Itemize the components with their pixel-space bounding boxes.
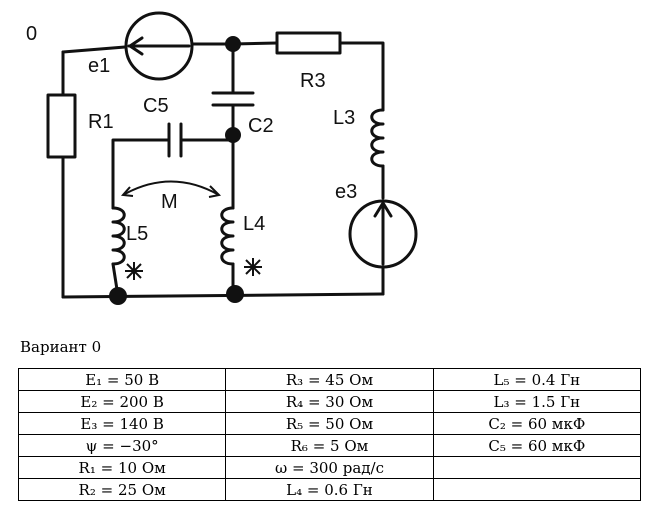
table-cell: R₄ = 30 Ом: [225, 390, 434, 413]
table-cell: R₆ = 5 Ом: [225, 434, 434, 457]
e3-source-icon: [348, 199, 418, 269]
l4-label: L4: [243, 213, 265, 235]
table-cell: ψ = −30°: [17, 434, 227, 457]
r3-resistor: [275, 31, 342, 55]
e3-label: e3: [335, 181, 357, 203]
l5-inductor: [111, 206, 126, 266]
table-cell: R₂ = 25 Ом: [17, 478, 227, 501]
m-label: M: [161, 191, 178, 213]
c2-capacitor: [211, 91, 255, 107]
table-cell: C₅ = 60 мкФ: [432, 434, 642, 457]
table-row: R₂ = 25 Ом L₄ = 0.6 Гн: [17, 478, 642, 501]
wire-top-left: [61, 45, 127, 54]
wire-r3-right: [338, 41, 385, 112]
node-top: [225, 36, 241, 52]
c2-label: C2: [248, 115, 274, 137]
table-row: E₁ = 50 В R₃ = 45 Ом L₅ = 0.4 Гн: [17, 368, 642, 391]
r3-label: R3: [300, 70, 326, 92]
r1-resistor: [46, 93, 77, 159]
table-row: R₁ = 10 Ом ω = 300 рад/с: [17, 456, 642, 479]
table-row: E₂ = 200 В R₄ = 30 Ом L₃ = 1.5 Гн: [17, 390, 642, 413]
parameters-table: E₁ = 50 В R₃ = 45 Ом L₅ = 0.4 Гн E₂ = 20…: [17, 368, 642, 501]
variant-number-label: 0: [26, 23, 37, 45]
table-cell: L₅ = 0.4 Гн: [432, 368, 642, 391]
table-cell: C₂ = 60 мкФ: [432, 412, 642, 435]
l4-polarity-asterisk-icon: [244, 258, 262, 276]
node-bottom-left: [109, 287, 127, 305]
e1-label: e1: [88, 55, 110, 77]
variant-caption: Вариант 0: [20, 338, 102, 356]
table-cell: [432, 478, 642, 501]
table-cell: E₃ = 140 В: [17, 412, 227, 435]
table-cell: E₁ = 50 В: [17, 368, 227, 391]
l5-polarity-asterisk-icon: [125, 262, 143, 280]
wire-c5-left: [111, 138, 171, 210]
c5-label: C5: [143, 95, 169, 117]
table-row: ψ = −30° R₆ = 5 Ом C₅ = 60 мкФ: [17, 434, 642, 457]
c5-capacitor: [167, 122, 183, 158]
table-cell: [432, 456, 642, 479]
e1-source-icon: [124, 11, 194, 81]
table-cell: L₄ = 0.6 Гн: [225, 478, 434, 501]
node-bottom-mid: [226, 285, 244, 303]
l5-label: L5: [126, 223, 148, 245]
r1-label: R1: [88, 111, 114, 133]
table-cell: ω = 300 рад/с: [225, 456, 434, 479]
circuit-diagram: 0 e1 R3 R1 C2 L4 C5 L5: [26, 11, 418, 305]
l3-inductor: [370, 108, 385, 168]
table-cell: R₁ = 10 Ом: [17, 456, 227, 479]
table-row: E₃ = 140 В R₅ = 50 Ом C₂ = 60 мкФ: [17, 412, 642, 435]
node-mid: [225, 127, 241, 143]
table-cell: E₂ = 200 В: [17, 390, 227, 413]
l3-label: L3: [333, 107, 355, 129]
table-cell: L₃ = 1.5 Гн: [432, 390, 642, 413]
l4-inductor: [220, 206, 235, 266]
table-cell: R₅ = 50 Ом: [225, 412, 434, 435]
table-cell: R₃ = 45 Ом: [225, 368, 434, 391]
mutual-inductance-arrow-icon: [120, 180, 222, 198]
